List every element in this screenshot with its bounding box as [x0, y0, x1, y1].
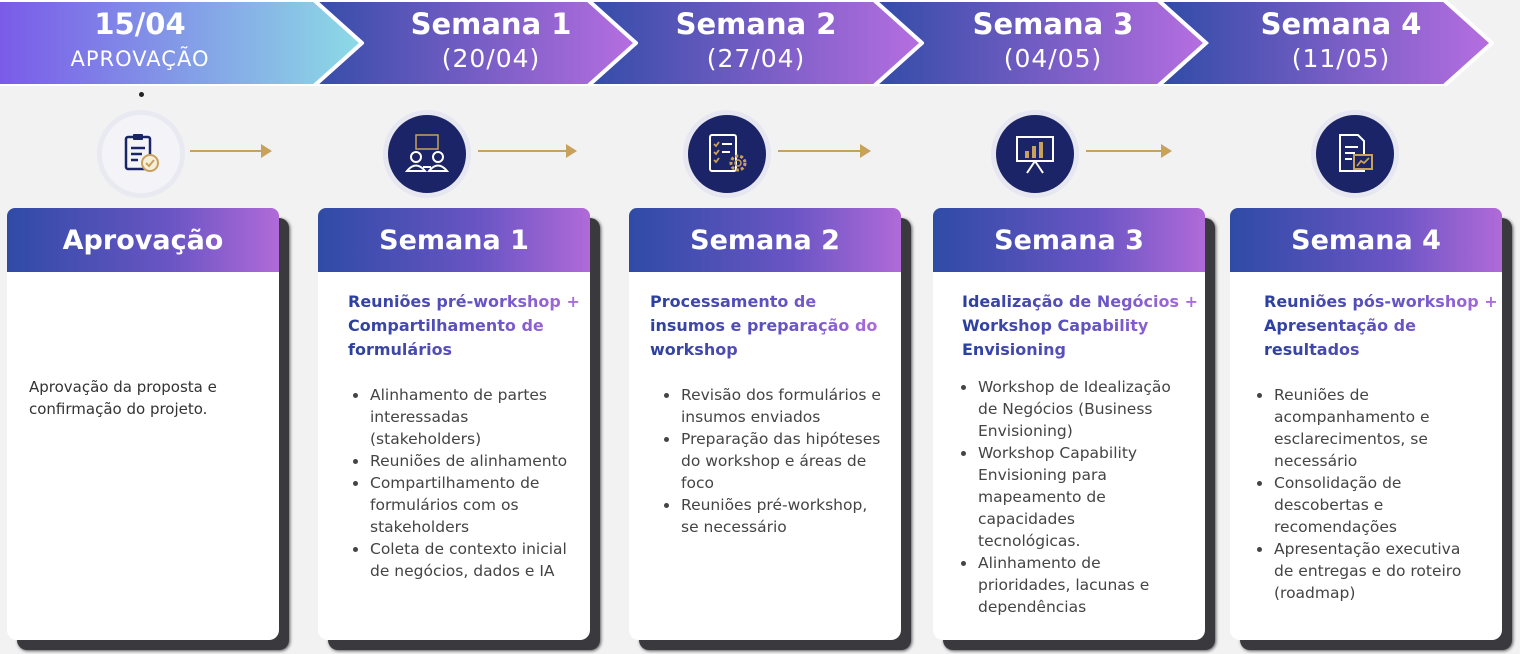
arrow-connector [478, 144, 577, 158]
list-item: Compartilhamento de formulários com os s… [350, 472, 570, 538]
step-date: (11/05) [1291, 44, 1391, 73]
timeline-step-week2: Semana 2 (27/04) [578, 0, 924, 86]
card-header: Semana 2 [629, 208, 901, 272]
list-item: Workshop de Idealização de Negócios (Bus… [958, 376, 1178, 442]
checklist-gear-icon [683, 110, 771, 198]
step-title: Semana 1 [410, 7, 572, 41]
card-approval: Aprovação Aprovação da proposta e confir… [7, 208, 279, 640]
card-header: Semana 4 [1230, 208, 1502, 272]
clipboard-check-icon [97, 110, 185, 198]
list-item: Revisão dos formulários e insumos enviad… [661, 384, 881, 428]
list-item: Reuniões de alinhamento [350, 450, 570, 472]
meeting-people-icon [383, 110, 471, 198]
card-header: Semana 3 [933, 208, 1205, 272]
step-title: Semana 3 [972, 7, 1134, 41]
report-chart-icon [1311, 110, 1399, 198]
arrow-connector [190, 144, 272, 158]
timeline-step-week4: Semana 4 (11/05) [1158, 0, 1494, 86]
step-label: APROVAÇÃO [70, 47, 210, 71]
card-subtitle: Reuniões pré-workshop + Compartilhamento… [348, 290, 584, 362]
list-item: Preparação das hipóteses do workshop e á… [661, 428, 881, 494]
presentation-chart-icon [991, 110, 1079, 198]
step-title: Semana 2 [675, 7, 837, 41]
card-week1: Semana 1 Reuniões pré-workshop + Compart… [318, 208, 590, 640]
timeline-dot [139, 92, 144, 97]
step-title: 15/04 [94, 7, 186, 41]
list-item: Apresentação executiva de entregas e do … [1254, 538, 1474, 604]
arrow-connector [778, 144, 871, 158]
card-bullets: Reuniões de acompanhamento e esclarecime… [1254, 384, 1474, 604]
card-week4: Semana 4 Reuniões pós-workshop + Apresen… [1230, 208, 1502, 640]
card-subtitle: Processamento de insumos e preparação do… [650, 290, 886, 362]
step-date: (27/04) [706, 44, 806, 73]
list-item: Reuniões de acompanhamento e esclarecime… [1254, 384, 1474, 472]
card-header: Aprovação [7, 208, 279, 272]
step-title: Semana 4 [1260, 7, 1422, 41]
list-item: Workshop Capability Envisioning para map… [958, 442, 1178, 552]
card-week3: Semana 3 Idealização de Negócios + Works… [933, 208, 1205, 640]
card-bullets: Workshop de Idealização de Negócios (Bus… [958, 376, 1178, 618]
card-bullets: Alinhamento de partes interessadas (stak… [350, 384, 570, 582]
arrow-connector [1086, 144, 1172, 158]
list-item: Consolidação de descobertas e recomendaç… [1254, 472, 1474, 538]
timeline-step-week1: Semana 1 (20/04) [300, 0, 638, 86]
card-week2: Semana 2 Processamento de insumos e prep… [629, 208, 901, 640]
card-subtitle: Idealização de Negócios + Workshop Capab… [962, 290, 1198, 362]
card-subtitle: Reuniões pós-workshop + Apresentação de … [1264, 290, 1500, 362]
list-item: Coleta de contexto inicial de negócios, … [350, 538, 570, 582]
step-date: (04/05) [1003, 44, 1103, 73]
card-bullets: Revisão dos formulários e insumos enviad… [661, 384, 881, 538]
card-text: Aprovação da proposta e confirmação do p… [29, 378, 217, 418]
card-header: Semana 1 [318, 208, 590, 272]
list-item: Alinhamento de partes interessadas (stak… [350, 384, 570, 450]
step-date: (20/04) [441, 44, 541, 73]
list-item: Reuniões pré-workshop, se necessário [661, 494, 881, 538]
list-item: Alinhamento de prioridades, lacunas e de… [958, 552, 1178, 618]
